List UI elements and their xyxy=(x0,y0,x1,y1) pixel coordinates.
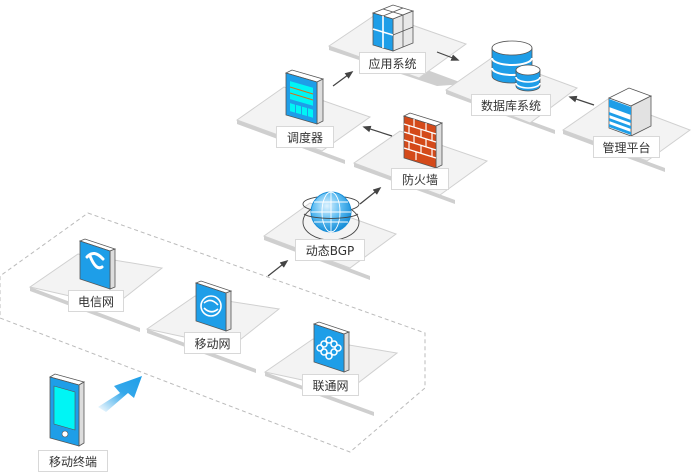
node-label-bgp: 动态BGP xyxy=(295,239,365,261)
node-label-telecom: 电信网 xyxy=(68,290,124,312)
china-unicom-logo-icon xyxy=(312,321,351,373)
database-icon xyxy=(491,40,541,92)
node-label-app-system: 应用系统 xyxy=(359,52,426,74)
edge-firewall-to-scheduler xyxy=(362,125,393,137)
smartphone-icon xyxy=(48,373,86,447)
edge-scheduler-to-app xyxy=(332,71,354,87)
server-stack-icon xyxy=(607,87,653,137)
carrier-group-boundary xyxy=(0,212,426,453)
china-mobile-logo-icon xyxy=(194,280,233,332)
china-telecom-logo-icon xyxy=(78,238,117,290)
edge-carriers-to-bgp xyxy=(267,259,289,277)
node-label-database: 数据库系统 xyxy=(471,94,551,116)
edge-management-to-database xyxy=(568,95,595,106)
brick-wall-icon xyxy=(402,112,444,169)
node-label-firewall: 防火墙 xyxy=(391,168,449,190)
cube-grid-icon xyxy=(371,4,415,52)
upload-direction-arrow xyxy=(98,376,142,412)
node-label-management: 管理平台 xyxy=(593,136,660,158)
edge-bgp-to-firewall xyxy=(359,186,382,205)
panel-device-icon xyxy=(284,69,325,125)
globe-icon xyxy=(302,191,360,241)
node-label-mobile-terminal: 移动终端 xyxy=(38,450,108,472)
node-label-mobile-net: 移动网 xyxy=(184,332,241,354)
node-label-unicom: 联通网 xyxy=(302,374,359,396)
edge-app-to-database xyxy=(436,51,460,61)
node-label-scheduler: 调度器 xyxy=(276,126,334,148)
